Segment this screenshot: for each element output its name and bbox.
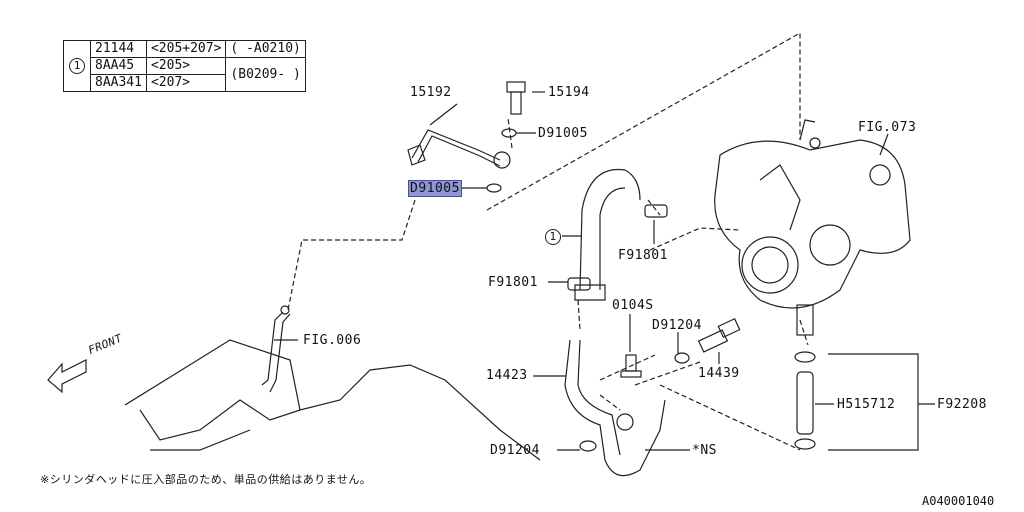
label-0104s[interactable]: 0104S [612,298,654,313]
label-14439[interactable]: 14439 [698,366,740,381]
label-ns[interactable]: *NS [692,443,717,458]
gasket-d91204-bottom[interactable] [579,440,597,452]
table-row: 8AA341 <207> [64,74,306,92]
front-arrow-icon [47,359,87,394]
label-f91801-right[interactable]: F91801 [618,248,668,263]
label-f92208[interactable]: F92208 [937,397,987,412]
bolt-0104s[interactable] [620,354,642,378]
label-d91005-selected[interactable]: D91005 [408,180,462,197]
label-ref1-circle[interactable]: 1 [545,229,561,245]
footnote: ※シリンダヘッドに圧入部品のため、単品の供給はありません。 [40,473,372,486]
label-14423[interactable]: 14423 [486,368,528,383]
label-h515712[interactable]: H515712 [837,397,896,412]
oil-pipe-fig006 [261,305,291,393]
label-f91801-left[interactable]: F91801 [488,275,538,290]
turbocharger[interactable] [714,119,911,336]
table-cell-date: ( -A0210) [225,40,306,58]
label-d91005-top[interactable]: D91005 [538,126,588,141]
table-row: 8AA45 <205> (B0209- ) [64,57,306,92]
banjo-bolt-15194[interactable] [506,81,526,115]
table-cell-date: (B0209- ) [225,57,306,92]
table-row: 1 21144 <205+207> ( -A0210) [63,40,306,92]
gasket-d91005-top[interactable] [501,128,517,138]
oil-feed-pipe-15192[interactable] [407,129,511,169]
gasket-d91005-selected[interactable] [486,183,502,193]
label-15192[interactable]: 15192 [410,85,452,100]
label-d91204-top[interactable]: D91204 [652,318,702,333]
gasket-d91204-top[interactable] [674,352,690,364]
hose-clamp-f91801-left[interactable] [567,277,591,291]
oil-return-pipe-14423[interactable] [564,339,666,477]
f92208-bracket [828,353,919,451]
reference-table: 1 21144 <205+207> ( -A0210) 8AA45 <205> … [63,40,306,92]
water-pipe-h515712[interactable] [796,371,814,435]
cylinder-head [124,339,541,461]
table-cell-model: <205> [145,57,227,75]
oil-return-hose[interactable] [574,168,641,301]
label-fig073[interactable]: FIG.073 [858,120,917,135]
ref-mark-circle: 1 [69,58,85,74]
clip-f92208[interactable] [794,351,816,450]
hose-clamp-f91801-right[interactable] [644,204,668,218]
table-ref-cell: 1 [63,40,91,92]
label-15194[interactable]: 15194 [548,85,590,100]
table-cell-part: 21144 [90,40,147,58]
banjo-bolt-14439[interactable] [697,317,741,353]
leader-lines [274,91,889,451]
diagram-code: A040001040 [922,494,995,508]
label-fig006[interactable]: FIG.006 [303,333,362,348]
table-cell-part: 8AA45 [90,57,147,75]
table-cell-part: 8AA341 [90,74,147,92]
table-cell-model: <207> [145,74,227,92]
table-cell-model: <205+207> [145,40,227,58]
label-d91204-bottom[interactable]: D91204 [490,443,540,458]
dashed-guide-lines [287,31,809,451]
